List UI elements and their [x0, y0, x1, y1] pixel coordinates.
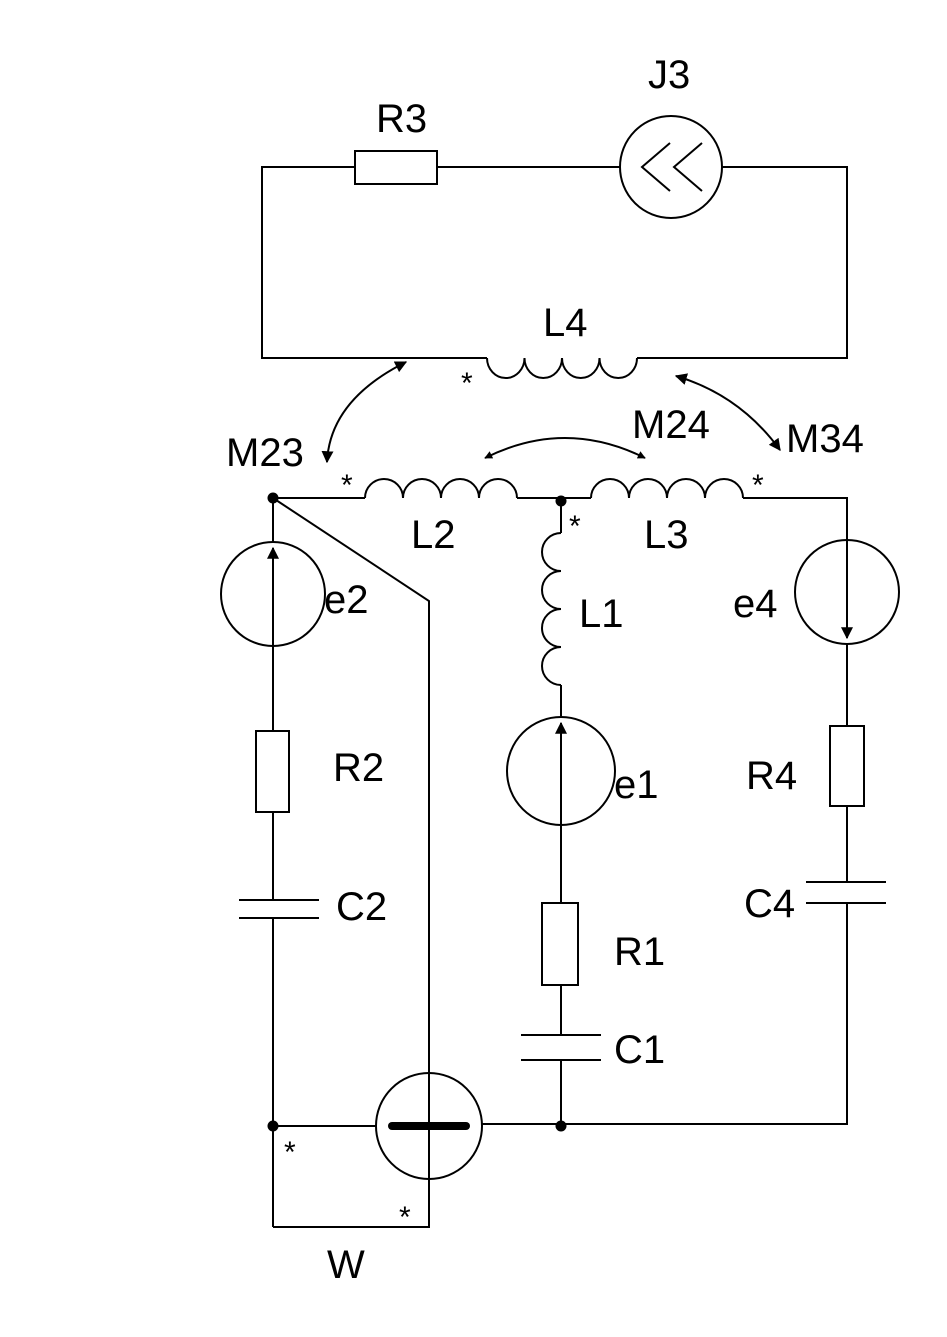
label-l4: L4 — [543, 301, 588, 345]
label-r1: R1 — [614, 930, 665, 974]
dot-marker-l2: * — [341, 469, 353, 502]
wattmeter-wires — [272, 497, 430, 1228]
node-top-center — [555, 495, 567, 507]
capacitor-c2 — [239, 899, 319, 919]
label-m34: M34 — [786, 417, 864, 461]
dot-marker-l3: * — [752, 469, 764, 502]
dot-marker-l1: * — [569, 510, 581, 543]
label-l3: L3 — [644, 513, 689, 557]
label-r4: R4 — [746, 754, 797, 798]
label-r3: R3 — [376, 97, 427, 141]
arrow-m34 — [674, 373, 781, 451]
dot-marker-w-voltage: * — [399, 1201, 411, 1234]
arrow-m24 — [484, 437, 646, 459]
capacitor-c4 — [806, 881, 886, 904]
label-r2: R2 — [333, 746, 384, 790]
arrow-m23 — [321, 361, 408, 464]
inductor-l4 — [486, 357, 638, 379]
resistor-r4 — [829, 725, 865, 807]
node-top-left — [267, 492, 279, 504]
inductor-l3 — [590, 478, 744, 499]
dot-marker-l4: * — [461, 367, 473, 400]
label-e1: e1 — [614, 763, 659, 807]
resistor-r3 — [354, 150, 438, 185]
middle-wires — [273, 497, 848, 540]
label-e2: e2 — [324, 578, 369, 622]
voltage-source-e1 — [506, 716, 616, 826]
current-source-j3 — [619, 115, 723, 219]
voltage-source-e4 — [794, 539, 900, 645]
label-c2: C2 — [336, 885, 387, 929]
capacitor-c1 — [521, 1034, 601, 1061]
resistor-r2 — [255, 730, 290, 813]
label-c1: C1 — [614, 1028, 665, 1072]
inductor-l1 — [541, 532, 562, 686]
voltage-source-e2 — [220, 541, 326, 647]
dot-marker-w-current: * — [284, 1136, 296, 1169]
label-m23: M23 — [226, 431, 304, 475]
label-c4: C4 — [744, 882, 795, 926]
top-loop-wires — [261, 166, 848, 359]
label-e4: e4 — [733, 582, 778, 626]
right-branch-wires — [482, 644, 848, 1125]
node-bottom-center — [555, 1120, 567, 1132]
label-l2: L2 — [411, 513, 456, 557]
label-j3: J3 — [648, 53, 690, 97]
label-w: W — [327, 1243, 365, 1287]
node-bottom-left — [267, 1120, 279, 1132]
wattmeter-w — [375, 1072, 483, 1180]
inductor-l2 — [364, 478, 518, 499]
label-l1: L1 — [579, 592, 624, 636]
resistor-r1 — [541, 902, 579, 986]
label-m24: M24 — [632, 403, 710, 447]
